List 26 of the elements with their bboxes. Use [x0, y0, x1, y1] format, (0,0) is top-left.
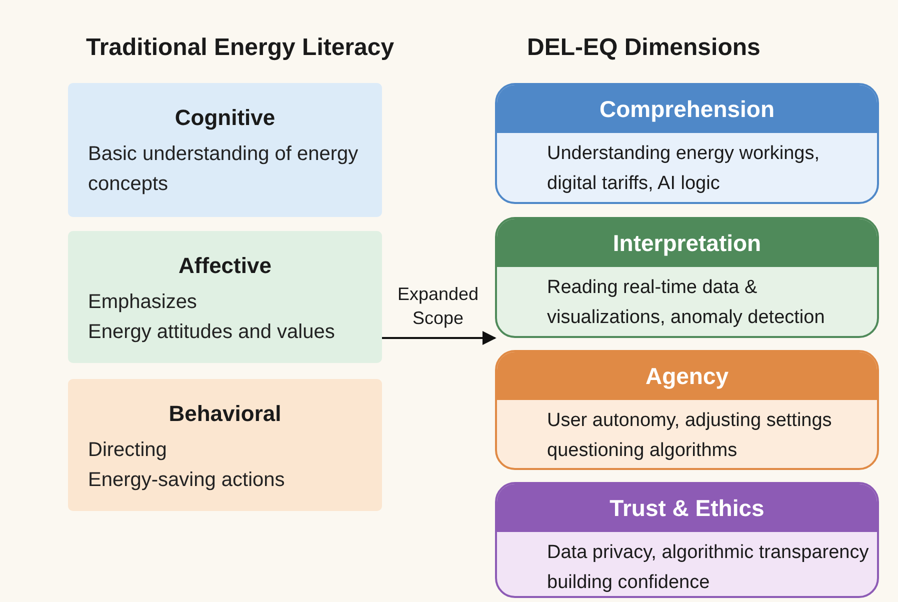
- literacy-box: [68, 379, 382, 511]
- description-text: Energy attitudes and values: [88, 320, 336, 345]
- card-heading: Trust & Ethics: [497, 484, 877, 532]
- card-heading: Affective: [178, 253, 272, 279]
- description-text: Data privacy, algorithmic transparency building confidence: [546, 541, 870, 595]
- column-heading: Traditional Energy Literacy: [86, 34, 394, 62]
- card-heading: Cognitive: [174, 105, 276, 131]
- card-heading: Behavioral: [168, 401, 282, 427]
- card-heading: Agency: [497, 352, 877, 400]
- card-heading: Comprehension: [497, 85, 877, 133]
- literacy-box: [68, 83, 382, 217]
- column-heading: DEL-EQ Dimensions: [527, 34, 760, 62]
- description-text: Energy-saving actions: [88, 468, 286, 493]
- dimension-card: [495, 83, 879, 204]
- description-text: Understanding energy workings, digital tariffs, AI logic: [546, 142, 820, 196]
- dimension-card: [495, 217, 879, 338]
- dimension-card: [495, 350, 879, 470]
- description-text: Basic understanding of energy concepts: [88, 142, 360, 197]
- dimension-card: [495, 482, 879, 598]
- description-text: Directing: [88, 438, 168, 463]
- literacy-box: [68, 231, 382, 363]
- description-text: Reading real-time data & visualizations, anomaly detection: [546, 276, 826, 330]
- description-text: Emphasizes: [88, 290, 198, 315]
- arrow: [382, 331, 496, 345]
- description-text: User autonomy, adjusting settings questioning algorithms: [546, 409, 833, 463]
- card-heading: Interpretation: [497, 219, 877, 267]
